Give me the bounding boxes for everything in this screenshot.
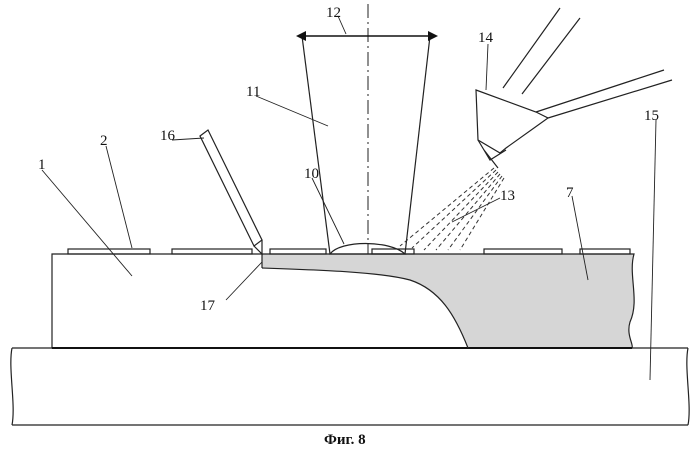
- label-14: 14: [478, 30, 494, 46]
- label-7: 7: [566, 185, 574, 201]
- spray-jet-13: [400, 168, 504, 250]
- processed-zone-7: [262, 254, 634, 348]
- label-1: 1: [38, 157, 46, 173]
- label-2: 2: [100, 133, 108, 149]
- label-11: 11: [246, 84, 260, 100]
- label-16: 16: [160, 128, 176, 144]
- base-plate-15: [11, 348, 689, 425]
- spray-nozzle-14: [476, 8, 672, 168]
- label-15: 15: [644, 108, 659, 124]
- coating-strips-2: [68, 249, 630, 254]
- label-17: 17: [200, 298, 216, 314]
- label-13: 13: [500, 188, 515, 204]
- label-12: 12: [326, 5, 341, 21]
- figure-caption: Фиг. 8: [324, 432, 366, 448]
- laser-beam-11: [302, 36, 430, 254]
- probe-16: [200, 130, 262, 254]
- label-10: 10: [304, 166, 319, 182]
- scan-arrow-12: [296, 31, 438, 41]
